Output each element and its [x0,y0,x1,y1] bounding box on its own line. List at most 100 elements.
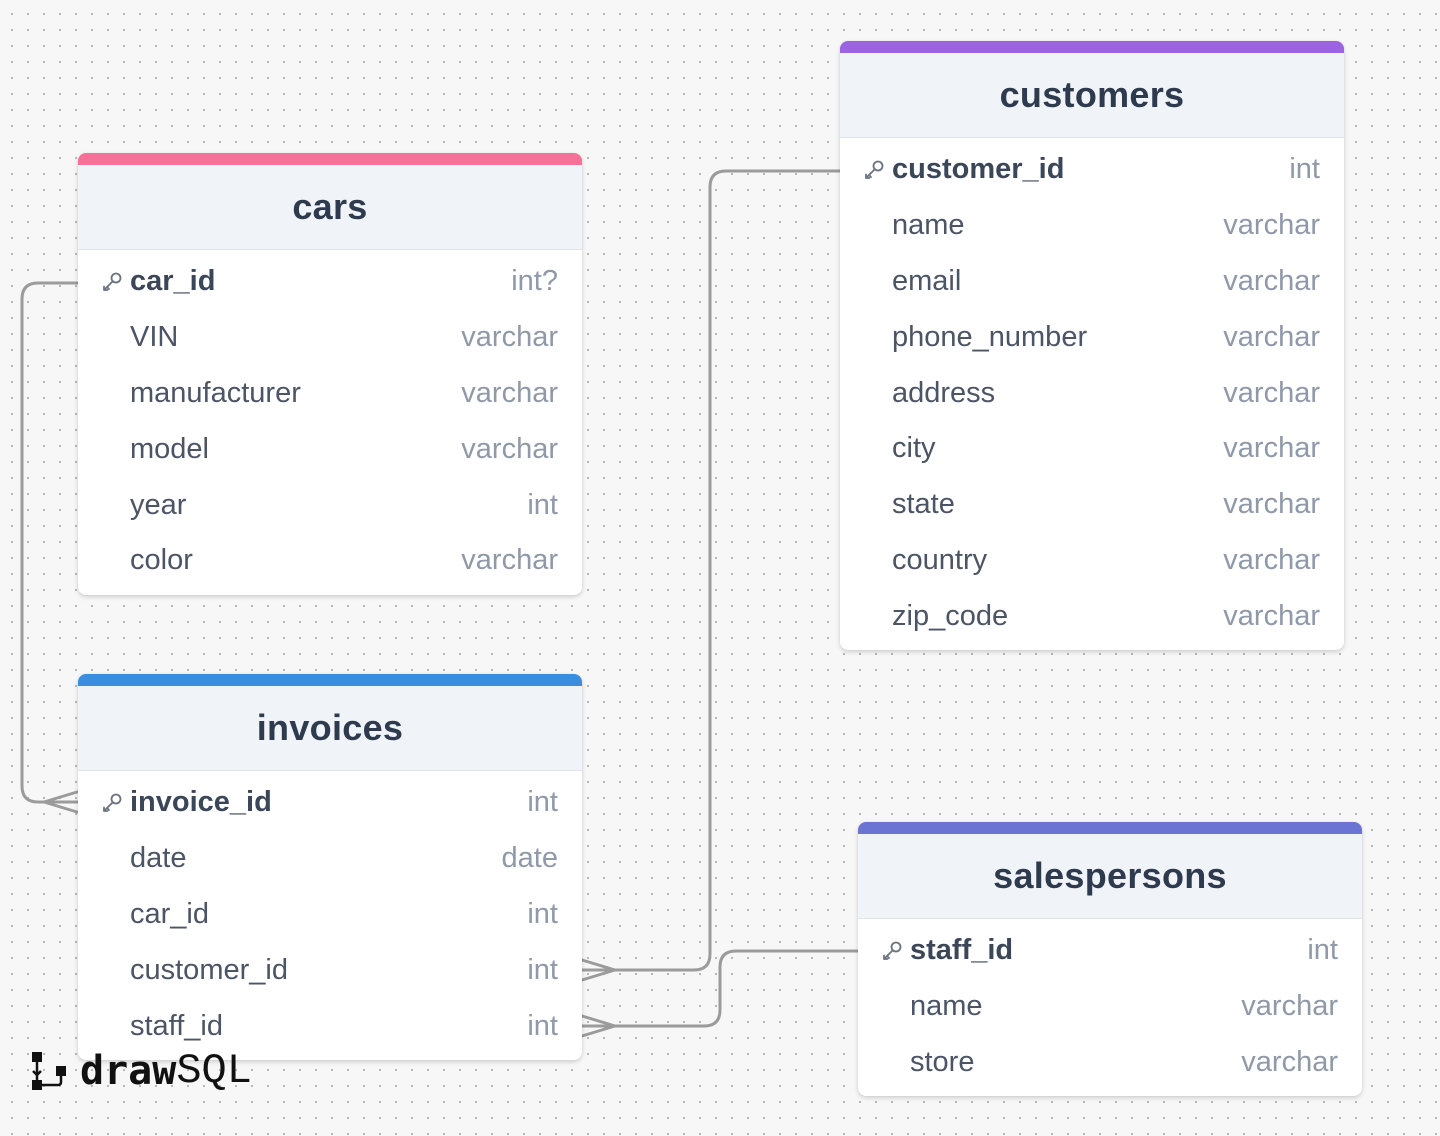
column-type: varchar [1223,488,1320,521]
column-type: varchar [1223,264,1320,297]
key-icon [862,158,892,182]
column-row-vin[interactable]: VIN varchar [78,310,582,366]
column-name: car_id [130,897,209,930]
column-name: phone_number [892,320,1088,353]
column-name: staff_id [910,934,1014,967]
column-name: model [130,432,209,465]
column-name: manufacturer [130,376,301,409]
column-row-invoice-id[interactable]: invoice_id int [78,775,582,831]
column-row-customer-id[interactable]: customer_id int [840,142,1344,198]
column-name: name [910,990,983,1023]
column-row-year[interactable]: year int [78,477,582,533]
column-type: varchar [1223,543,1320,576]
column-name: date [130,842,187,875]
column-row-address[interactable]: address varchar [840,365,1344,421]
table-invoices[interactable]: invoices invoice_id int date date car_id… [78,674,582,1060]
column-name: customer_id [892,153,1065,186]
drawsql-watermark[interactable]: draw SQL [30,1046,252,1096]
relation-cars-invoices [20,281,79,804]
column-list: staff_id int name varchar store varchar [858,919,1362,1096]
column-type: date [501,842,558,875]
column-row-car-id[interactable]: car_id int? [78,254,582,310]
column-type: int [1289,153,1320,186]
column-name: email [892,264,962,297]
column-row-model[interactable]: model varchar [78,421,582,477]
key-icon [880,939,910,963]
column-row-color[interactable]: color varchar [78,533,582,589]
column-type: int [527,786,558,819]
column-row-zip-code[interactable]: zip_code varchar [840,588,1344,644]
table-accent-bar [78,674,582,686]
column-name: invoice_id [130,786,272,819]
column-row-state[interactable]: state varchar [840,477,1344,533]
column-name: state [892,488,955,521]
column-name: address [892,376,996,409]
column-type: int [527,897,558,930]
relation-salespersons-invoices [580,949,860,1028]
table-title[interactable]: salespersons [858,834,1362,919]
column-row-name[interactable]: name varchar [858,979,1362,1035]
column-type: int? [511,265,558,298]
column-row-country[interactable]: country varchar [840,533,1344,589]
column-list: car_id int? VIN varchar manufacturer var… [78,250,582,595]
table-accent-bar [840,41,1344,53]
relation-customers-invoices [580,169,842,972]
table-salespersons[interactable]: salespersons staff_id int name varchar s… [858,822,1362,1097]
column-type: varchar [1241,990,1338,1023]
table-title[interactable]: invoices [78,686,582,771]
column-row-phone-number[interactable]: phone_number varchar [840,309,1344,365]
column-type: varchar [1223,599,1320,632]
column-row-customer-id[interactable]: customer_id int [78,942,582,998]
column-type: int [527,488,558,521]
column-type: varchar [1223,376,1320,409]
column-list: invoice_id int date date car_id int cust… [78,771,582,1060]
column-name: color [130,544,193,577]
key-icon [100,791,130,815]
column-name: country [892,543,988,576]
column-list: customer_id int name varchar email varch… [840,138,1344,650]
column-type: varchar [1241,1045,1338,1078]
column-type: varchar [461,432,558,465]
column-name: staff_id [130,1009,223,1042]
column-name: name [892,209,965,242]
table-customers[interactable]: customers customer_id int name varchar e… [840,41,1344,651]
column-row-staff-id[interactable]: staff_id int [858,923,1362,979]
drawsql-logo-icon [32,1052,66,1090]
column-name: city [892,432,936,465]
column-type: varchar [461,376,558,409]
column-name: zip_code [892,599,1009,632]
column-row-staff-id[interactable]: staff_id int [78,998,582,1054]
column-row-car-id[interactable]: car_id int [78,887,582,943]
column-name: car_id [130,265,216,298]
relation-crowfoot-invoices-staff-id [580,1014,617,1038]
column-row-city[interactable]: city varchar [840,421,1344,477]
column-name: year [130,488,187,521]
relation-crowfoot-invoices-customer-id [580,958,617,982]
column-type: varchar [1223,432,1320,465]
column-type: varchar [461,544,558,577]
table-title[interactable]: cars [78,165,582,250]
column-row-store[interactable]: store varchar [858,1035,1362,1091]
column-type: varchar [461,321,558,354]
column-row-name[interactable]: name varchar [840,198,1344,254]
column-name: VIN [130,321,179,354]
column-name: customer_id [130,953,288,986]
column-type: int [527,1009,558,1042]
table-title[interactable]: customers [840,53,1344,138]
column-row-email[interactable]: email varchar [840,254,1344,310]
brand-text-draw: draw [80,1048,177,1094]
table-cars[interactable]: cars car_id int? VIN varchar manufacture… [78,153,582,595]
key-icon [100,270,130,294]
column-type: varchar [1223,209,1320,242]
table-accent-bar [78,153,582,165]
column-type: int [1307,934,1338,967]
table-accent-bar [858,822,1362,834]
relation-crowfoot-invoices-invoice-id [42,790,79,814]
column-row-manufacturer[interactable]: manufacturer varchar [78,366,582,422]
column-row-date[interactable]: date date [78,831,582,887]
brand-text-sql: SQL [176,1047,252,1095]
column-type: varchar [1223,320,1320,353]
column-name: store [910,1045,975,1078]
column-type: int [527,953,558,986]
